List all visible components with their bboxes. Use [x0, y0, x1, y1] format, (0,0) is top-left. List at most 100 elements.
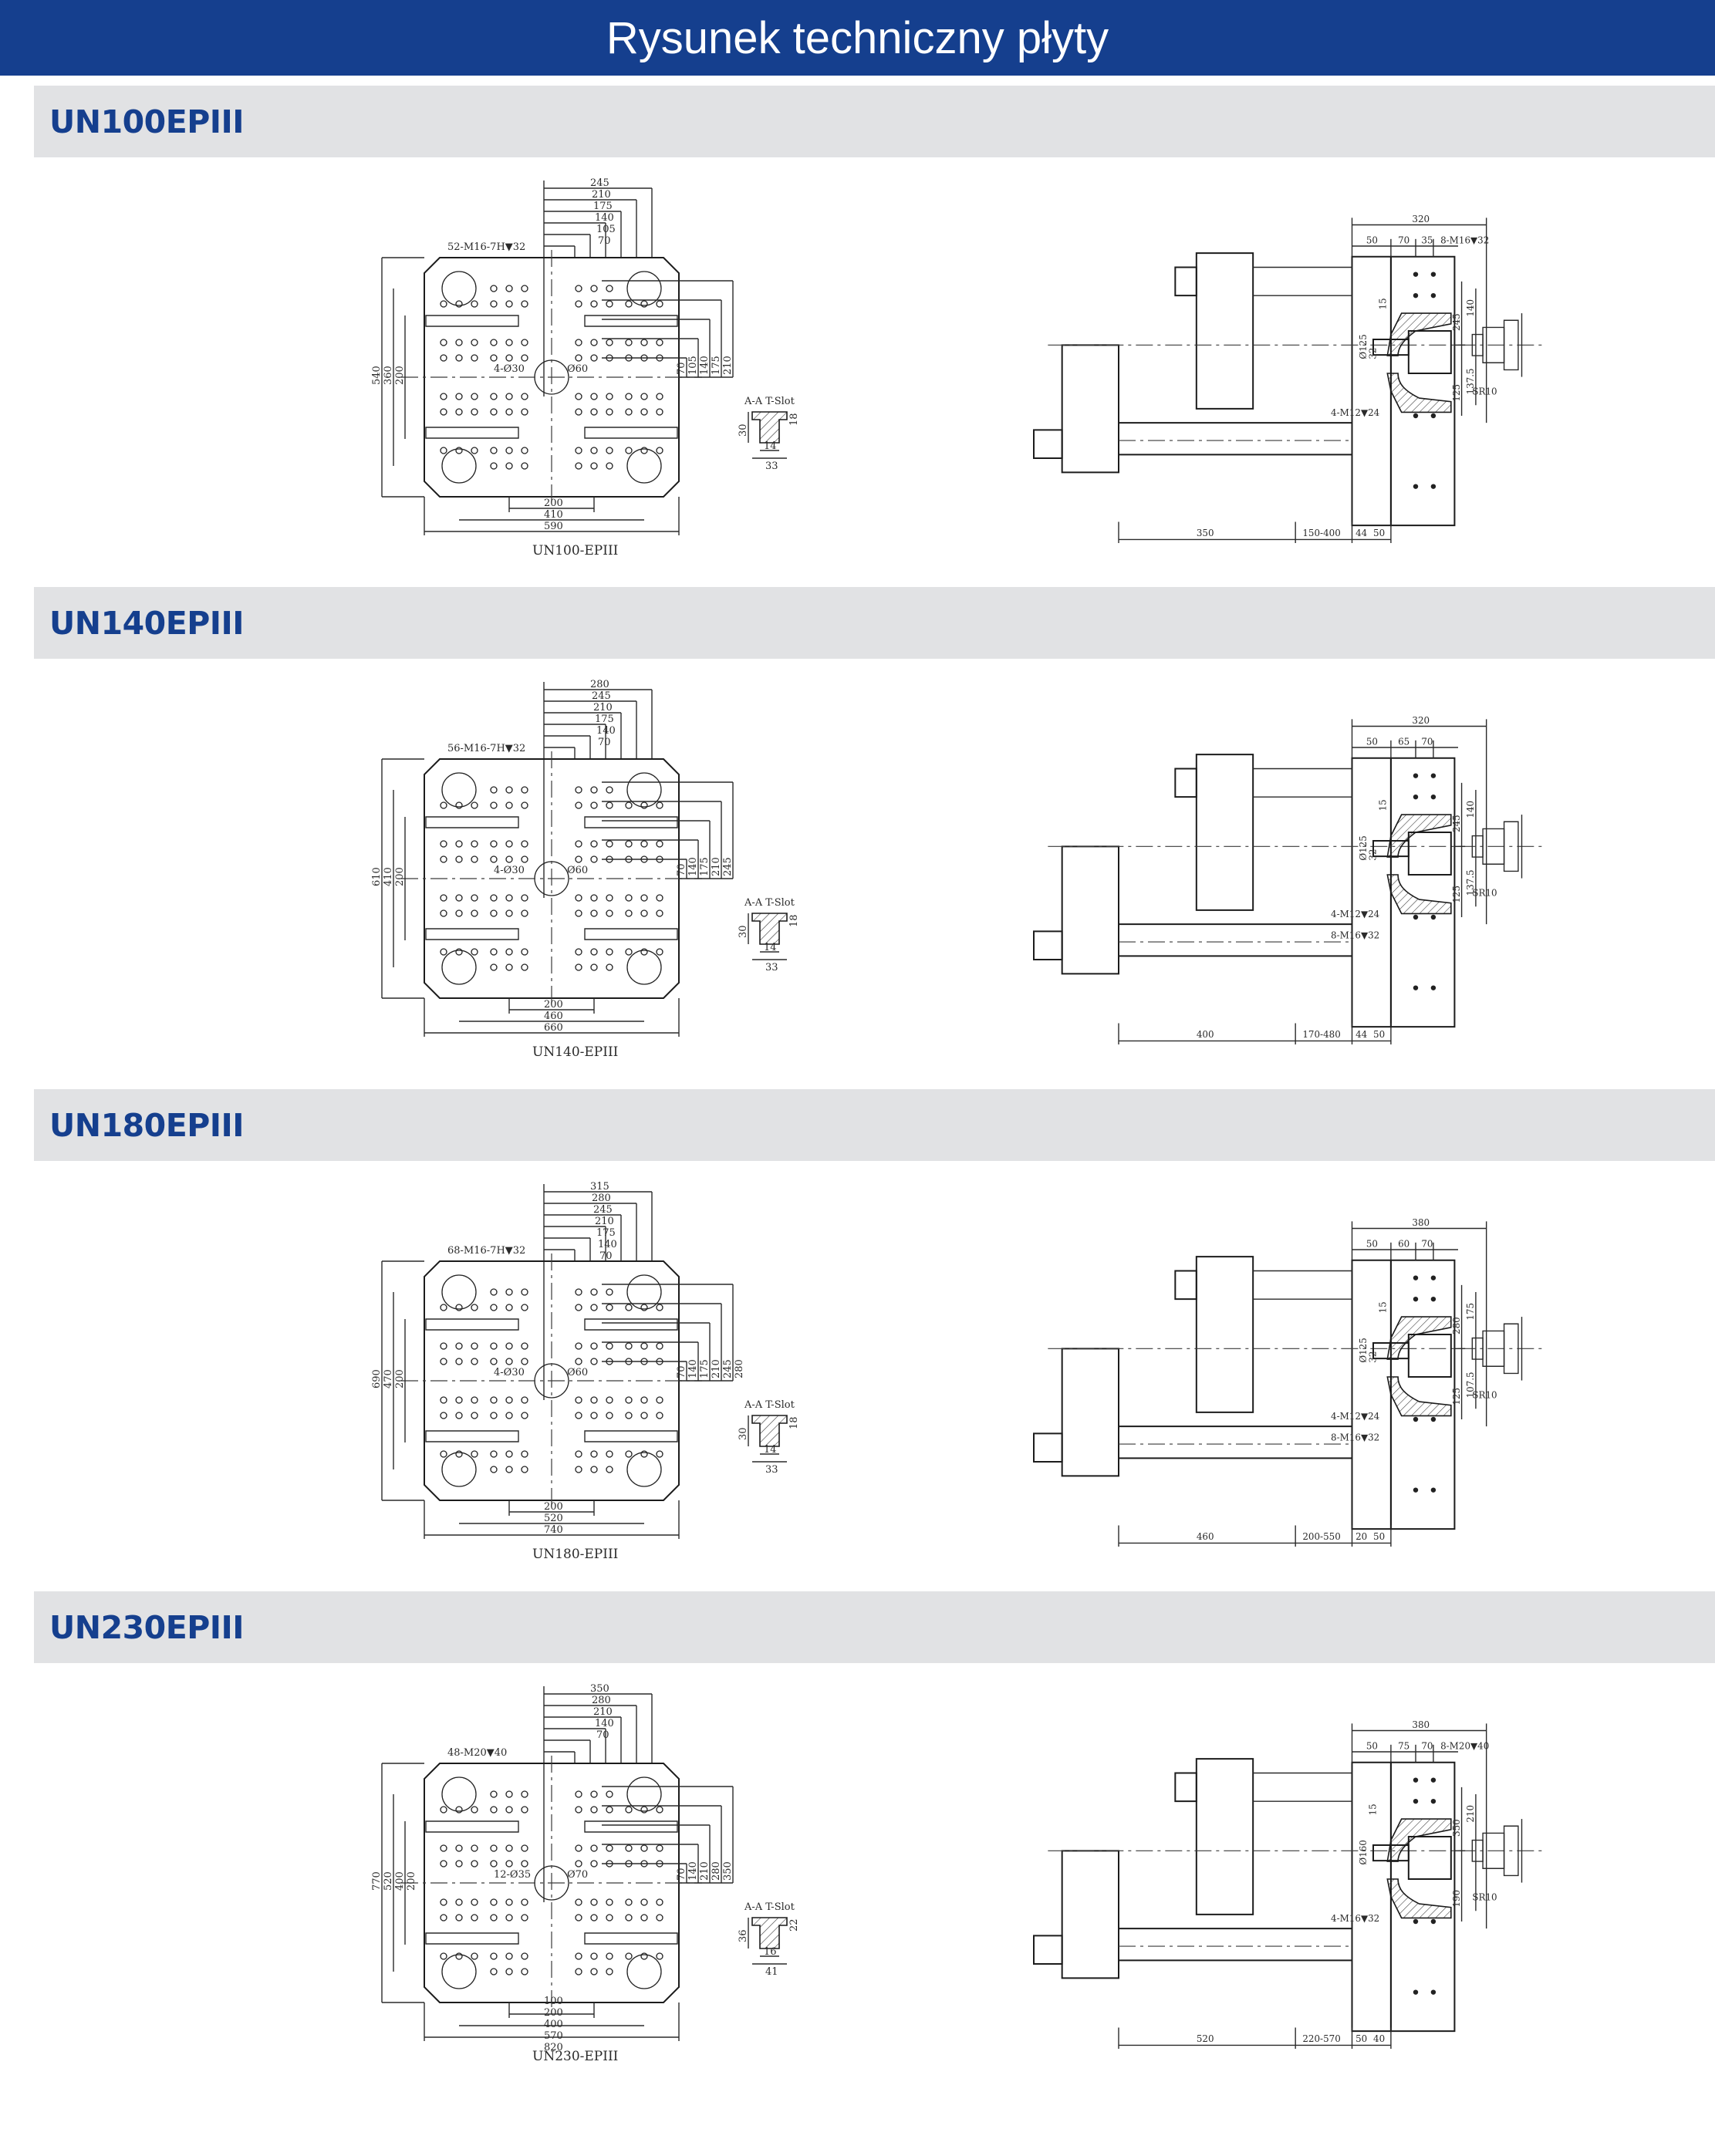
dimension-label: 8-M16▼32	[1331, 1432, 1379, 1443]
drawing-caption: UN140-EPIII	[532, 1044, 618, 1060]
dimension-label: 210	[711, 1359, 722, 1378]
drawing-caption: UN230-EPIII	[532, 2049, 618, 2064]
dimension-label: 33	[765, 1464, 778, 1476]
dimension-label: 4-M12▼24	[1331, 909, 1379, 919]
dimension-label: 4-Ø30	[494, 363, 525, 375]
dimension-label: 350	[1451, 1819, 1462, 1837]
model-header-un100: UN100EPIII	[34, 86, 1715, 157]
dimension-label: 14	[764, 942, 777, 953]
dimension-label: 380	[1412, 1217, 1430, 1228]
dimension-label: 350	[590, 1683, 609, 1695]
dimension-label: SR10	[1472, 1390, 1497, 1401]
drawing-caption: UN100-EPIII	[532, 543, 618, 558]
dimension-label: 410	[544, 509, 563, 521]
dimension-label: 30	[738, 423, 749, 437]
dimension-label: 140	[687, 1359, 699, 1378]
dimension-label: 400	[394, 1871, 406, 1891]
dimension-label: 280	[592, 1193, 611, 1204]
dimension-label: 22	[788, 1918, 800, 1932]
dimension-label: 137.5	[1465, 869, 1476, 896]
dimension-label: 50	[1366, 1238, 1378, 1249]
dimension-label: 460	[1197, 1531, 1214, 1542]
dimension-label: 220-570	[1302, 2033, 1340, 2044]
dimension-label: 125	[1451, 384, 1462, 402]
dimension-label: 210	[722, 356, 734, 375]
dimension-label: 15	[1378, 1301, 1389, 1313]
dimension-label: 44	[1355, 1029, 1367, 1040]
dimension-label: 15	[1378, 799, 1389, 811]
dimension-label: 14	[764, 440, 777, 452]
dimension-label: 44	[1355, 528, 1367, 538]
dimension-label: 18	[788, 413, 800, 426]
dimension-label: 35	[1421, 234, 1433, 245]
dimension-label: 190	[1451, 1890, 1462, 1908]
dimension-label: 33	[765, 461, 778, 472]
dimension-label: 200	[406, 1871, 417, 1891]
dimension-label: 200	[394, 366, 406, 385]
dimension-label: 210	[593, 1706, 613, 1718]
dimension-label: Ø60	[567, 363, 588, 375]
dimension-label: 140	[687, 857, 699, 876]
dimension-label: 68-M16-7H▼32	[447, 1245, 525, 1257]
dimension-label: 125	[1451, 1388, 1462, 1405]
dimension-label: 570	[544, 2030, 563, 2042]
model-name: UN140EPIII	[49, 604, 245, 642]
dimension-label: 175	[1465, 1303, 1476, 1321]
dimension-label: 140	[699, 356, 711, 375]
dimension-label: 140	[1465, 299, 1476, 317]
dimension-label: 175	[711, 356, 722, 375]
dimension-label: 245	[722, 857, 734, 876]
dimension-label: 200	[394, 1369, 406, 1388]
dimension-label: 540	[371, 366, 383, 385]
dimension-label: Ø125	[1358, 334, 1369, 359]
dimension-label: 520	[383, 1871, 394, 1891]
dimension-label: 175	[699, 1359, 711, 1378]
dimension-label: 41	[765, 1966, 778, 1978]
dimension-label: 175	[595, 714, 614, 725]
drawing-caption: UN180-EPIII	[532, 1547, 618, 1562]
dimension-label: 140	[598, 1239, 617, 1250]
dimension-label: 4-M12▼24	[1331, 1411, 1379, 1422]
dimension-label: SR10	[1472, 386, 1497, 397]
dimension-label: 20	[1355, 1531, 1367, 1542]
dimension-label: 280	[590, 679, 609, 690]
dimension-label: 140	[595, 212, 614, 224]
dimension-label: 210	[593, 702, 613, 714]
model-name: UN180EPIII	[49, 1106, 245, 1144]
dimension-label: 50	[1355, 2033, 1367, 2044]
dimension-label: 70	[676, 1868, 687, 1881]
dimension-label: 315	[590, 1181, 609, 1193]
dimension-label: 70	[1398, 234, 1409, 245]
dimension-label: 4-M12▼24	[1331, 407, 1379, 418]
dimension-label: SR10	[1472, 888, 1497, 899]
dimension-label: 245	[722, 1359, 734, 1378]
dimension-label: 40	[1373, 2033, 1385, 2044]
dimension-label: 140	[596, 725, 616, 737]
dimension-label: 245	[1451, 815, 1462, 832]
dimension-label: 210	[1465, 1805, 1476, 1823]
dimension-label: 30	[738, 925, 749, 938]
dimension-label: 70	[1421, 1238, 1433, 1249]
dimension-label: Ø125	[1358, 1338, 1369, 1363]
dimension-label: 32	[1368, 348, 1379, 359]
dimension-label: 400	[544, 2019, 563, 2030]
dimension-label: 4-Ø30	[494, 865, 525, 876]
dimension-label: 50	[1366, 234, 1378, 245]
page-title: Rysunek techniczny płyty	[606, 12, 1109, 63]
dimension-label: 100	[544, 1996, 563, 2007]
dimension-label: 18	[788, 914, 800, 927]
dimension-label: 200	[394, 867, 406, 886]
dimension-label: 14	[764, 1444, 777, 1456]
dimension-label: SR10	[1472, 1892, 1497, 1903]
dimension-label: 820	[544, 2042, 563, 2053]
dimension-label: 210	[711, 857, 722, 876]
dimension-label: Ø70	[567, 1869, 588, 1881]
dimension-label: 280	[1451, 1317, 1462, 1334]
dimension-label: 320	[1412, 214, 1430, 224]
dimension-label: 410	[383, 867, 394, 886]
dimension-label: 8-M16▼32	[1331, 930, 1379, 941]
